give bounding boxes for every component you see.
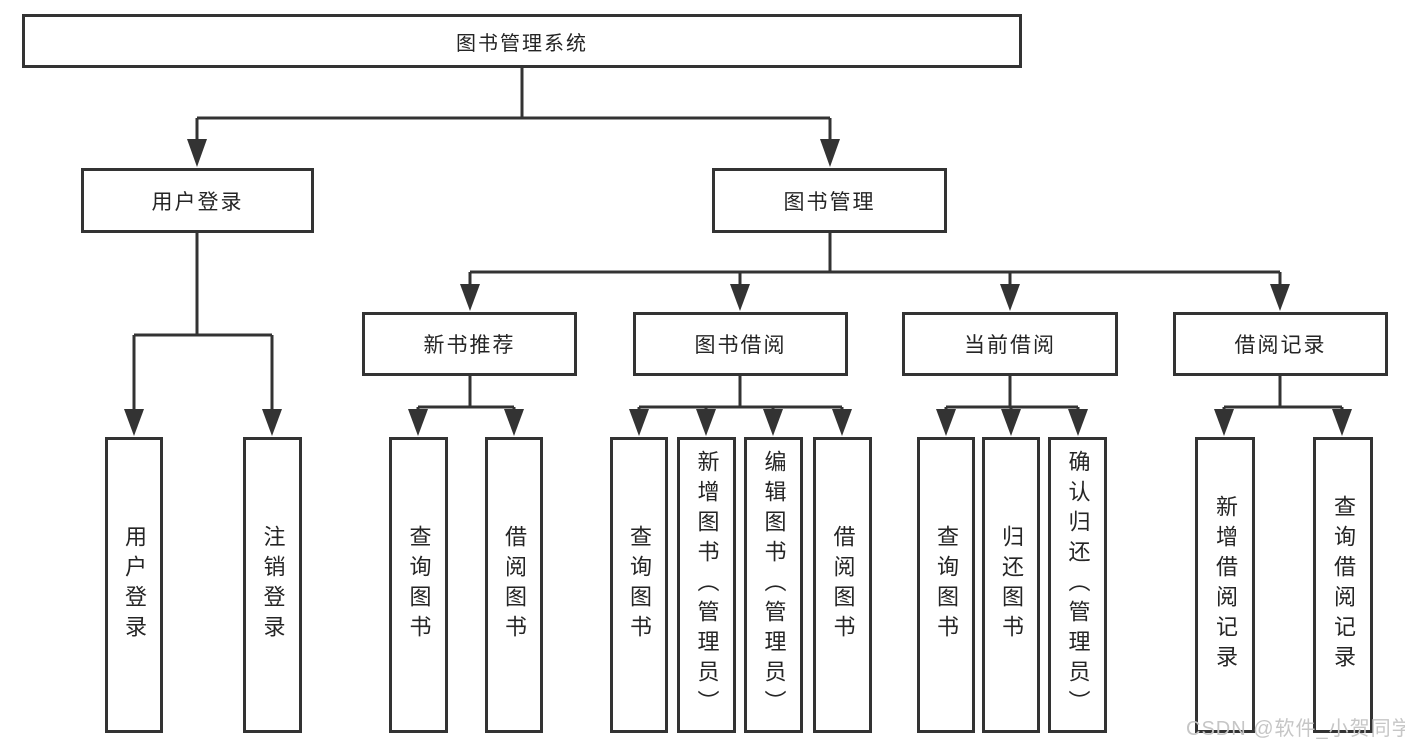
node-root-system: 图书管理系统 — [22, 14, 1022, 68]
csdn-watermark: CSDN @软件_小贺同学 — [1186, 718, 1405, 740]
node-label: 查询图书 — [934, 525, 959, 645]
node-label: 用户登录 — [122, 525, 147, 645]
node-book-management: 图书管理 — [712, 168, 947, 233]
leaf-add-books-admin: 新增图书（管理员） — [677, 437, 736, 733]
node-label: 新增借阅记录 — [1213, 495, 1238, 675]
node-label: 查询图书 — [627, 525, 652, 645]
node-label: 用户登录 — [151, 190, 244, 214]
node-new-book-recommendation: 新书推荐 — [362, 312, 577, 376]
leaf-query-books-borrowing: 查询图书 — [610, 437, 668, 733]
node-borrowing-records: 借阅记录 — [1173, 312, 1388, 376]
leaf-return-books: 归还图书 — [982, 437, 1040, 733]
node-label: 图书借阅 — [694, 334, 787, 357]
node-label: 借阅记录 — [1234, 334, 1327, 357]
node-book-borrowing: 图书借阅 — [633, 312, 848, 376]
node-label: 查询借阅记录 — [1331, 495, 1356, 675]
node-label: 新书推荐 — [423, 334, 516, 357]
node-label: 借阅图书 — [502, 525, 527, 645]
node-label: 图书管理 — [783, 190, 876, 214]
leaf-query-books-current: 查询图书 — [917, 437, 975, 733]
leaf-logout: 注销登录 — [243, 437, 302, 733]
node-label: 编辑图书（管理员） — [761, 450, 787, 720]
node-label: 新增图书（管理员） — [694, 450, 720, 720]
leaf-user-login: 用户登录 — [105, 437, 163, 733]
node-label: 借阅图书 — [830, 525, 856, 645]
node-user-login: 用户登录 — [81, 168, 314, 233]
leaf-query-books-recommend: 查询图书 — [389, 437, 448, 733]
leaf-edit-books-admin: 编辑图书（管理员） — [744, 437, 803, 733]
leaf-borrow-books-borrowing: 借阅图书 — [813, 437, 872, 733]
node-label: 确认归还（管理员） — [1065, 450, 1091, 720]
node-current-borrowing: 当前借阅 — [902, 312, 1118, 376]
node-label: 归还图书 — [999, 525, 1024, 645]
node-label: 查询图书 — [406, 525, 432, 645]
leaf-confirm-return-admin: 确认归还（管理员） — [1048, 437, 1107, 733]
leaf-borrow-books-recommend: 借阅图书 — [485, 437, 543, 733]
leaf-query-borrow-record: 查询借阅记录 — [1313, 437, 1373, 733]
node-label: 当前借阅 — [964, 334, 1056, 357]
node-label: 图书管理系统 — [456, 32, 588, 55]
node-label: 注销登录 — [260, 525, 286, 645]
leaf-add-borrow-record: 新增借阅记录 — [1195, 437, 1255, 733]
